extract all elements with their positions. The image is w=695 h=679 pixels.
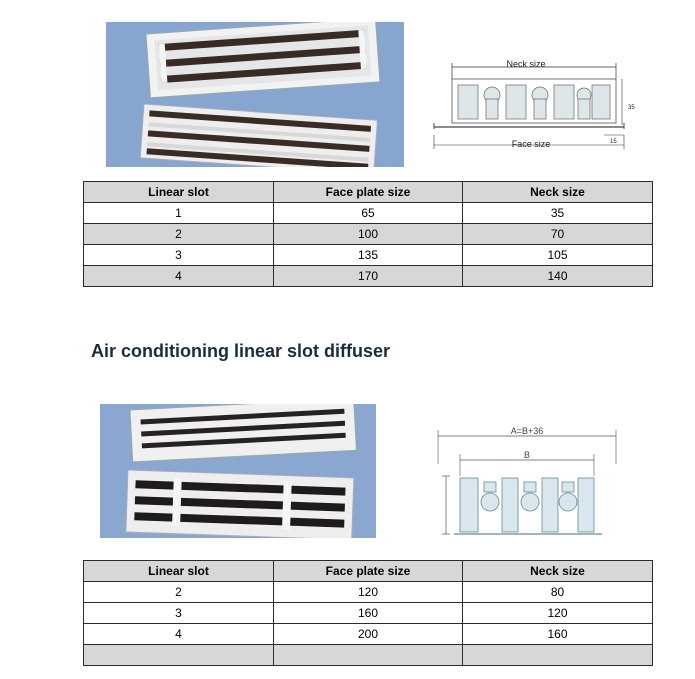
offset-dim-label: 15 (610, 139, 617, 145)
spec-table-top: Linear slot Face plate size Neck size 1 … (83, 181, 653, 287)
table-cell (462, 644, 653, 666)
section-title: Air conditioning linear slot diffuser (91, 341, 391, 361)
height-dim-label: 35 (628, 105, 635, 111)
table-cell: 4 (83, 623, 274, 645)
product-photo-top (106, 22, 404, 167)
table-cell: 65 (273, 202, 463, 224)
product-photo-bottom (100, 404, 376, 538)
table-header-row: Linear slot Face plate size Neck size (83, 181, 653, 203)
table-row: 2 100 70 (83, 223, 653, 245)
col-header-linear-slot: Linear slot (83, 181, 274, 203)
table-row (83, 644, 653, 666)
table-cell: 170 (273, 265, 463, 287)
table-cell: 35 (462, 202, 653, 224)
col-header-face-plate: Face plate size (273, 181, 463, 203)
table-cell: 160 (273, 602, 463, 624)
table-cell: 120 (273, 581, 463, 603)
inner-dim-label: B (524, 450, 530, 460)
table-cell: 200 (273, 623, 463, 645)
col-header-linear-slot: Linear slot (83, 560, 274, 582)
table-cell: 135 (273, 244, 463, 266)
table-cell (273, 644, 463, 666)
section-drawing-top: Neck size 35 15 Face size (428, 55, 642, 155)
table-cell: 2 (83, 223, 274, 245)
table-cell: 70 (462, 223, 653, 245)
table-row: 3 160 120 (83, 602, 653, 624)
table-cell: 100 (273, 223, 463, 245)
section-drawing-bottom: A=B+36 B (432, 424, 622, 544)
table-cell: 120 (462, 602, 653, 624)
table-cell: 160 (462, 623, 653, 645)
table-cell: 1 (83, 202, 274, 224)
neck-size-label: Neck size (506, 59, 545, 69)
col-header-neck-size: Neck size (462, 181, 653, 203)
table-row: 4 170 140 (83, 265, 653, 287)
table-cell: 2 (83, 581, 274, 603)
spec-table-bottom: Linear slot Face plate size Neck size 2 … (83, 560, 653, 666)
face-size-label: Face size (512, 139, 551, 149)
table-cell: 3 (83, 244, 274, 266)
table-header-row: Linear slot Face plate size Neck size (83, 560, 653, 582)
overall-dim-label: A=B+36 (511, 426, 544, 436)
table-cell: 80 (462, 581, 653, 603)
table-row: 4 200 160 (83, 623, 653, 645)
col-header-neck-size: Neck size (462, 560, 653, 582)
table-row: 2 120 80 (83, 581, 653, 603)
table-cell: 105 (462, 244, 653, 266)
table-cell: 140 (462, 265, 653, 287)
table-row: 3 135 105 (83, 244, 653, 266)
col-header-face-plate: Face plate size (273, 560, 463, 582)
table-cell: 3 (83, 602, 274, 624)
table-row: 1 65 35 (83, 202, 653, 224)
table-cell (83, 644, 274, 666)
table-cell: 4 (83, 265, 274, 287)
